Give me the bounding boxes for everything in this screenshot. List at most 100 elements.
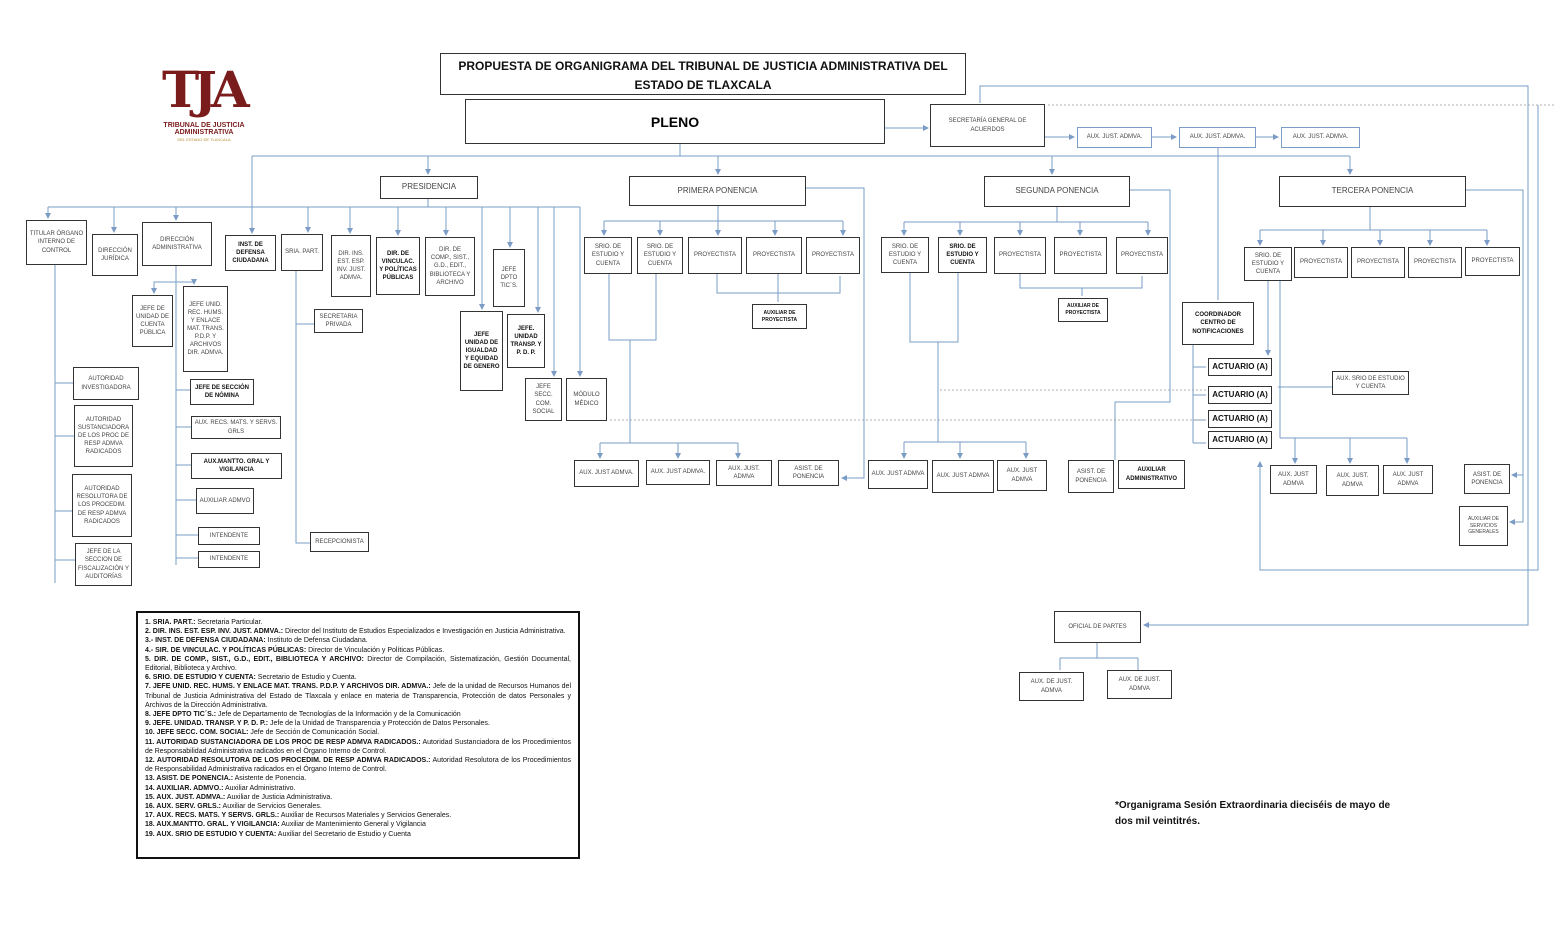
box-autoridad-resolutora: AUTORIDAD RESOLUTORA DE LOS PROCEDIM. DE… bbox=[72, 474, 132, 537]
box-coordinador-notificaciones: COORDINADOR CENTRO DE NOTIFICACIONES bbox=[1182, 302, 1254, 345]
box-aux-serv-grales: AUXILIAR DE SERVICIOS GENERALES bbox=[1459, 506, 1508, 546]
box-p1-aux-proy: AUXILIAR DE PROYECTISTA bbox=[752, 304, 807, 329]
chart-title: PROPUESTA DE ORGANIGRAMA DEL TRIBUNAL DE… bbox=[440, 53, 966, 95]
box-jefe-dpto-tics: JEFE DPTO TIC´S. bbox=[493, 249, 525, 307]
box-p2-aux-2: AUX. JUST ADMVA bbox=[932, 460, 994, 493]
box-jefe-nomina: JEFE DE SECCIÓN DE NÓMINA bbox=[190, 379, 254, 405]
box-p3-proy-4: PROYECTISTA bbox=[1465, 247, 1520, 276]
box-actuario-3: ACTUARIO (A) bbox=[1208, 410, 1272, 428]
legend-item: 5. DIR. DE COMP., SIST., G.D., EDIT., BI… bbox=[145, 655, 571, 673]
legend-item: 10. JEFE SECC. COM. SOCIAL: Jefe de Secc… bbox=[145, 729, 380, 737]
box-actuario-2: ACTUARIO (A) bbox=[1208, 386, 1272, 404]
box-p3-asist: ASIST. DE PONENCIA bbox=[1464, 464, 1510, 494]
box-primera-ponencia: PRIMERA PONENCIA bbox=[629, 176, 806, 206]
box-jefe-unid-rec-hums: JEFE UNID. REC. HUMS. Y ENLACE MAT. TRAN… bbox=[183, 286, 228, 372]
box-p1-proy-2: PROYECTISTA bbox=[746, 237, 802, 274]
box-p3-proy-1: PROYECTISTA bbox=[1294, 247, 1348, 278]
box-sg-aux-1: AUX. JUST. ADMVA. bbox=[1077, 127, 1152, 148]
box-oficial-partes: OFICIAL DE PARTES bbox=[1054, 611, 1141, 643]
box-modulo-medico: MÓDULO MÉDICO bbox=[566, 378, 607, 421]
box-p2-srio-1: SRIO. DE ESTUDIO Y CUENTA bbox=[881, 237, 929, 273]
box-p2-proy-2: PROYECTISTA bbox=[1054, 237, 1107, 274]
box-intendente-1: INTENDENTE bbox=[198, 527, 260, 545]
legend-item: 19. AUX. SRIO DE ESTUDIO Y CUENTA: Auxil… bbox=[145, 830, 411, 838]
box-aux-recs-mats: AUX. RECS. MATS. Y SERVS. GRLS bbox=[191, 416, 281, 439]
box-p1-aux-2: AUX. JUST ADMVA. bbox=[646, 460, 710, 485]
box-intendente-2: INTENDENTE bbox=[198, 551, 260, 568]
box-direccion-juridica: DIRECCIÓN JURÍDICA bbox=[92, 234, 138, 276]
box-actuario-4: ACTUARIO (A) bbox=[1208, 431, 1272, 449]
box-p3-proy-3: PROYECTISTA bbox=[1408, 247, 1462, 278]
box-p1-srio-2: SRIO. DE ESTUDIO Y CUENTA bbox=[637, 237, 683, 274]
box-titular-oic: TITULAR ÓRGANO INTERNO DE CONTROL bbox=[26, 220, 87, 265]
legend-item: 3.- INST. DE DEFENSA CIUDADANA: Institut… bbox=[145, 637, 368, 645]
box-auxiliar-admvo: AUXILIAR ADMVO bbox=[196, 488, 254, 514]
legend-item: 16. AUX. SERV. GRLS.: Auxiliar de Servic… bbox=[145, 803, 322, 811]
box-secretaria-privada: SECRETARIA PRIVADA bbox=[314, 309, 363, 333]
box-segunda-ponencia: SEGUNDA PONENCIA bbox=[984, 176, 1130, 207]
box-direccion-administrativa: DIRECCIÓN ADMINISTRATIVA bbox=[142, 222, 212, 266]
box-autoridad-investigadora: AUTORIDAD INVESTIGADORA bbox=[73, 367, 139, 400]
box-sg-aux-2: AUX. JUST. ADMVA. bbox=[1179, 127, 1256, 148]
box-tercera-ponencia: TERCERA PONENCIA bbox=[1279, 176, 1466, 207]
box-p1-asist: ASIST. DE PONENCIA bbox=[778, 460, 839, 486]
legend-item: 8. JEFE DPTO TIC´S.: Jefe de Departament… bbox=[145, 711, 461, 719]
box-jefe-fiscalizacion: JEFE DE LA SECCION DE FISCALIZACIÓN Y AU… bbox=[75, 543, 132, 586]
legend-item: 12. AUTORIDAD RESOLUTORA DE LOS PROCEDIM… bbox=[145, 757, 571, 774]
legend-item: 1. SRIA. PART.: Secretaria Particular. bbox=[145, 619, 263, 626]
legend-item: 13. ASIST. DE PONENCIA.: Asistente de Po… bbox=[145, 775, 307, 783]
box-p3-aux-srio: AUX. SRIO DE ESTUDIO Y CUENTA bbox=[1332, 371, 1409, 395]
box-p1-aux-1: AUX. JUST ADMVA. bbox=[574, 460, 639, 487]
box-presidencia: PRESIDENCIA bbox=[380, 176, 478, 199]
legend-item: 7. JEFE UNID. REC. HUMS. Y ENLACE MAT. T… bbox=[145, 683, 572, 709]
box-jefe-transp: JEFE. UNIDAD TRANSP. Y P. D. P. bbox=[507, 314, 545, 368]
box-p2-aux-proy: AUXILIAR DE PROYECTISTA bbox=[1058, 298, 1108, 322]
box-inst-defensa: INST. DE DEFENSA CIUDADANA bbox=[225, 235, 276, 271]
box-p2-aux-3: AUX. JUST ADMVA bbox=[997, 460, 1047, 491]
box-dir-vinculac: DIR. DE VINCULAC. Y POLÍTICAS PÚBLICAS bbox=[376, 237, 420, 295]
abbreviation-legend: 1. SRIA. PART.: Secretaria Particular. 2… bbox=[136, 611, 580, 859]
box-aux-mantto: AUX.MANTTO. GRAL Y VIGILANCIA bbox=[191, 453, 282, 479]
box-p1-srio-1: SRIO. DE ESTUDIO Y CUENTA bbox=[584, 237, 632, 274]
box-p1-proy-1: PROYECTISTA bbox=[688, 237, 742, 274]
legend-item: 2. DIR. INS. EST. ESP. INV. JUST. ADMVA.… bbox=[145, 628, 566, 636]
box-p2-aux-1: AUX. JUST ADMVA bbox=[868, 460, 928, 489]
box-jefe-cuenta-publica: JEFE DE UNIDAD DE CUENTA PÚBLICA bbox=[132, 295, 173, 347]
legend-item: 11. AUTORIDAD SUSTANCIADORA DE LOS PROC … bbox=[145, 738, 571, 755]
box-op-aux-2: AUX. DE JUST. ADMVA bbox=[1107, 670, 1172, 699]
box-p2-proy-1: PROYECTISTA bbox=[994, 237, 1046, 274]
box-p3-aux-1: AUX. JUST ADMVA bbox=[1270, 465, 1317, 494]
box-jefe-com-social: JEFE SECC. COM. SOCIAL bbox=[525, 378, 562, 421]
box-actuario-1: ACTUARIO (A) bbox=[1208, 358, 1272, 376]
legend-item: 15. AUX. JUST. ADMVA.: Auxiliar de Justi… bbox=[145, 793, 333, 801]
box-p1-aux-3: AUX. JUST. ADMVA bbox=[716, 460, 772, 486]
box-p2-asist: ASIST. DE PONENCIA bbox=[1068, 460, 1114, 493]
box-jefe-igualdad: JEFE UNIDAD DE IGUALDAD Y EQUIDAD DE GEN… bbox=[460, 311, 503, 391]
box-p3-aux-3: AUX. JUST ADMVA bbox=[1383, 465, 1433, 494]
session-note: *Organigrama Sesión Extraordinaria dieci… bbox=[1115, 800, 1391, 827]
box-p2-auxiliar-admvo: AUXILIAR ADMINISTRATIVO bbox=[1118, 460, 1185, 489]
legend-item: 6. SRIO. DE ESTUDIO Y CUENTA: Secretario… bbox=[145, 674, 357, 682]
legend-item: 18. AUX.MANTTO. GRAL. Y VIGILANCIA: Auxi… bbox=[145, 821, 426, 829]
box-op-aux-1: AUX. DE JUST. ADMVA bbox=[1019, 672, 1084, 701]
logo-tagline: DEL ESTADO DE TLAXCALA bbox=[177, 137, 231, 142]
box-autoridad-sustanciadora: AUTORIDAD SUSTANCIADORA DE LOS PROC DE R… bbox=[74, 405, 133, 467]
box-p3-proy-2: PROYECTISTA bbox=[1351, 247, 1405, 278]
box-dir-comp: DIR. DE COMP., SIST., G.D., EDIT., BIBLI… bbox=[425, 237, 475, 296]
box-p1-proy-3: PROYECTISTA bbox=[806, 237, 860, 274]
logo-monogram: TJA bbox=[162, 60, 250, 119]
tja-logo: TJA TRIBUNAL DE JUSTICIA ADMINISTRATIVA … bbox=[158, 60, 250, 146]
legend-item: 14. AUXILIAR. ADMVO.: Auxiliar Administr… bbox=[145, 784, 296, 792]
box-p2-proy-3: PROYECTISTA bbox=[1116, 237, 1168, 274]
box-pleno: PLENO bbox=[465, 99, 885, 144]
legend-item: 17. AUX. RECS. MATS. Y SERVS. GRLS.: Aux… bbox=[145, 812, 452, 820]
box-p3-aux-2: AUX. JUST. ADMVA bbox=[1326, 465, 1379, 496]
box-dir-ins-est: DIR. INS. EST. ESP. INV. JUST. ADMVA. bbox=[331, 235, 371, 297]
box-secretaria-general: SECRETARÍA GENERAL DE ACUERDOS bbox=[930, 104, 1045, 147]
box-sg-aux-3: AUX. JUST. ADMVA. bbox=[1281, 127, 1360, 148]
box-p3-srio: SRIO. DE ESTUDIO Y CUENTA bbox=[1244, 247, 1292, 281]
box-p2-srio-2: SRIO. DE ESTUDIO Y CUENTA bbox=[938, 237, 987, 273]
box-recepcionista: RECEPCIONISTA bbox=[310, 532, 369, 552]
logo-name: TRIBUNAL DE JUSTICIA ADMINISTRATIVA bbox=[163, 122, 245, 136]
